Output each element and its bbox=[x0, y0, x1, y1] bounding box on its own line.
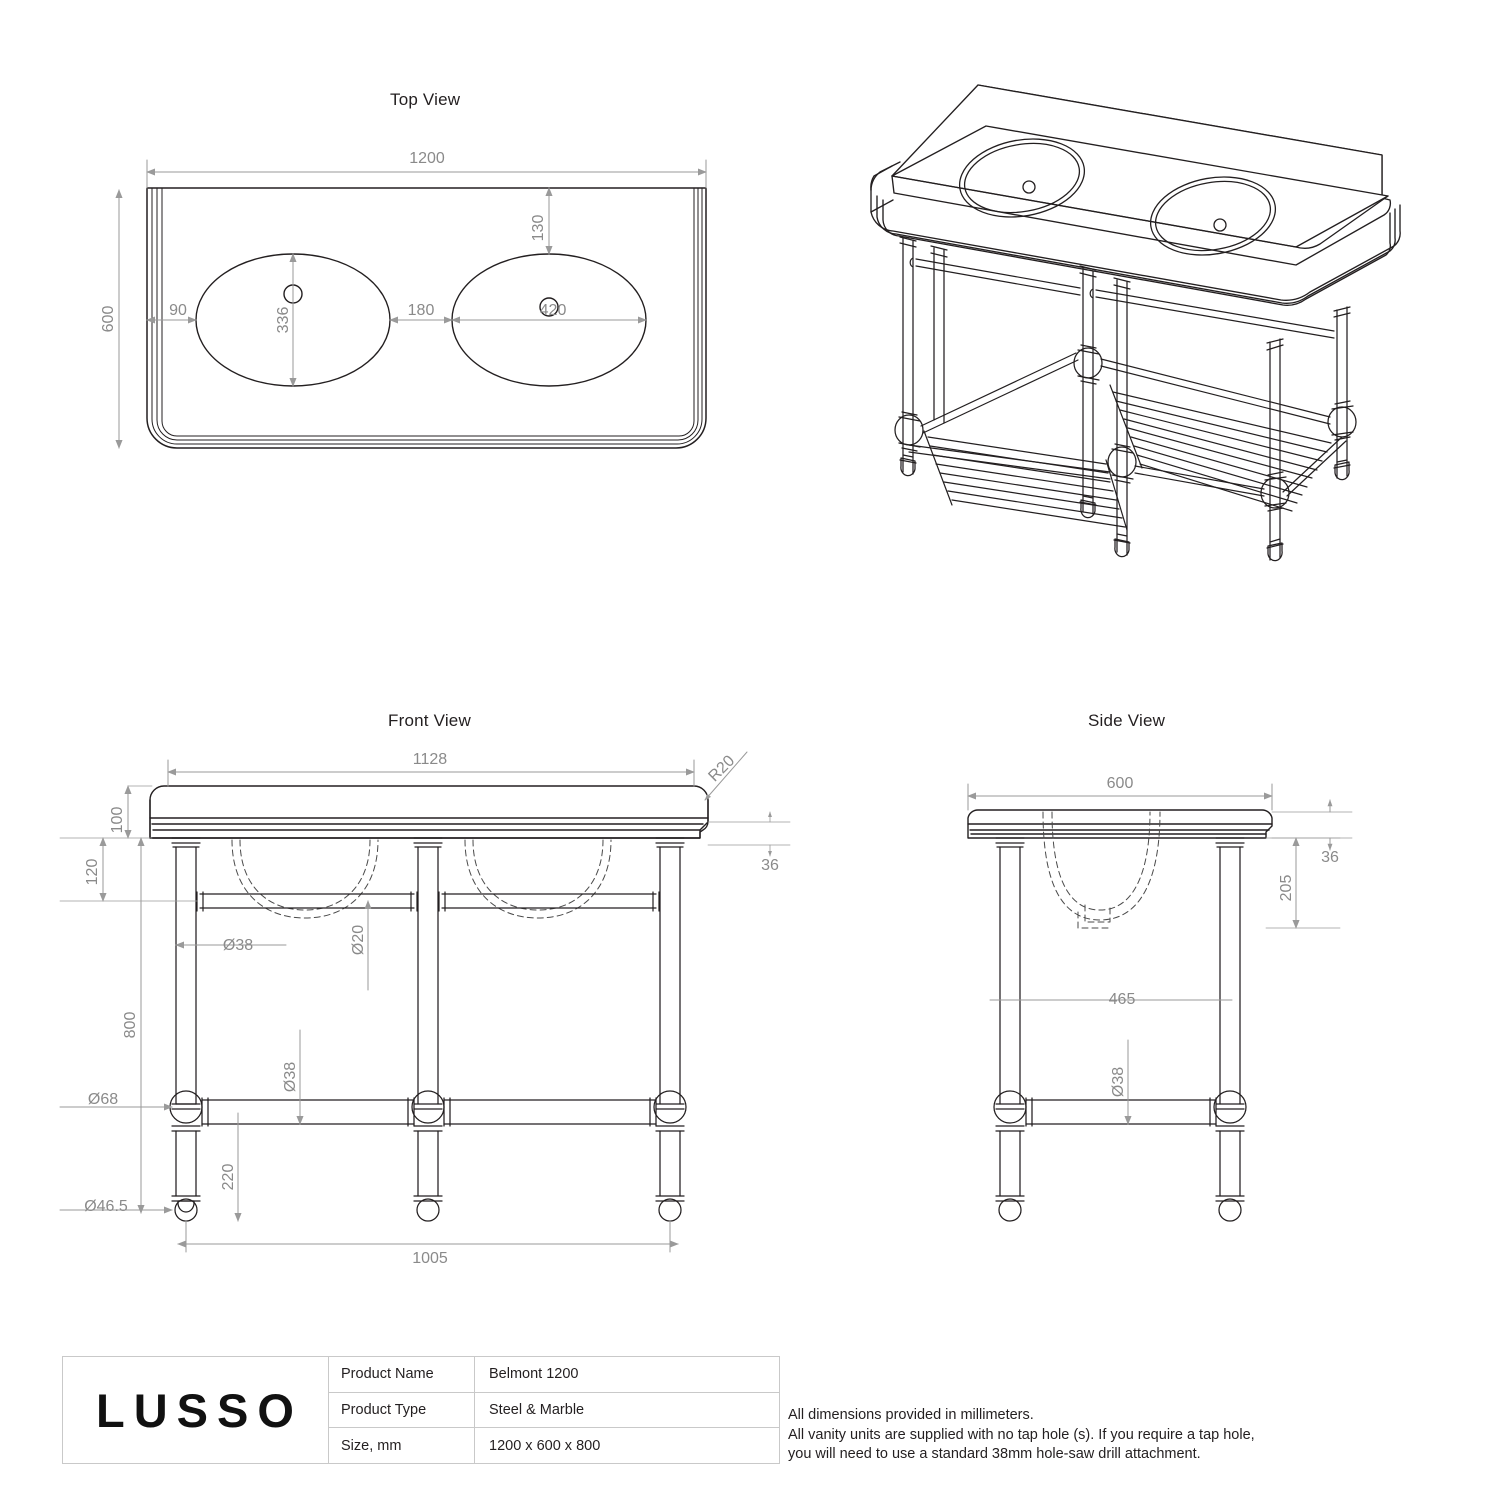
spec-value-size: 1200 x 600 x 800 bbox=[489, 1437, 601, 1454]
view-front: 1128 R20 100 120 Ø38 Ø20 800 Ø68 Ø38 220… bbox=[59, 751, 791, 1267]
spec-value-product-name: Belmont 1200 bbox=[489, 1366, 579, 1383]
dim-side-leg-dia: Ø38 bbox=[1110, 1067, 1127, 1097]
view-title-top: Top View bbox=[390, 90, 461, 109]
dim-top-basin-height: 336 bbox=[275, 307, 292, 334]
dim-top-depth: 600 bbox=[100, 306, 117, 333]
dim-front-foot-dia: Ø46.5 bbox=[84, 1198, 128, 1215]
spec-key-product-name: Product Name bbox=[329, 1357, 475, 1392]
table-row: Size, mm 1200 x 600 x 800 bbox=[329, 1428, 779, 1464]
dim-front-slab-width: 1128 bbox=[413, 751, 448, 768]
dim-side-leg-span: 465 bbox=[1109, 991, 1136, 1008]
spec-key-size: Size, mm bbox=[329, 1428, 475, 1464]
table-row: Product Name Belmont 1200 bbox=[329, 1357, 779, 1393]
dim-front-leg-dia: Ø38 bbox=[223, 937, 253, 954]
dim-front-joint-dia: Ø68 bbox=[88, 1091, 118, 1108]
dim-front-rail-dia: Ø20 bbox=[350, 925, 367, 955]
view-top: 1200 600 90 336 180 420 130 bbox=[100, 150, 707, 449]
view-title-side: Side View bbox=[1088, 711, 1166, 730]
dim-top-edge-offset: 90 bbox=[169, 302, 187, 319]
dim-front-slab-thickness: 36 bbox=[761, 857, 779, 874]
table-row: Product Type Steel & Marble bbox=[329, 1392, 779, 1429]
title-block: LUSSO Product Name Belmont 1200 Product … bbox=[62, 1356, 780, 1464]
view-side: 600 205 36 465 Ø38 bbox=[967, 775, 1353, 1222]
dim-front-lower-rail-dia: Ø38 bbox=[282, 1062, 299, 1092]
dim-front-nose-height: 100 bbox=[109, 807, 126, 834]
dim-side-depth: 600 bbox=[1107, 775, 1134, 792]
view-title-front: Front View bbox=[388, 711, 471, 730]
view-isometric bbox=[870, 84, 1401, 562]
dim-side-basin-depth: 205 bbox=[1278, 875, 1295, 902]
dim-top-basin-width: 420 bbox=[540, 302, 567, 319]
dim-front-foot-span: 1005 bbox=[412, 1250, 448, 1267]
dim-front-rail-drop: 120 bbox=[84, 859, 101, 886]
dim-top-basin-gap: 180 bbox=[408, 302, 435, 319]
drawing-notes: All dimensions provided in millimeters. … bbox=[788, 1407, 1255, 1462]
dim-top-width: 1200 bbox=[409, 150, 445, 167]
dim-top-back-offset: 130 bbox=[530, 215, 547, 242]
spec-table: Product Name Belmont 1200 Product Type S… bbox=[329, 1357, 779, 1464]
dim-front-foot-height: 220 bbox=[220, 1164, 237, 1191]
dim-front-corner-radius: R20 bbox=[705, 752, 738, 785]
spec-key-product-type: Product Type bbox=[329, 1392, 475, 1428]
brand-logo-cell: LUSSO bbox=[63, 1357, 329, 1463]
dim-side-slab-thickness: 36 bbox=[1321, 849, 1339, 866]
lusso-logo: LUSSO bbox=[96, 1383, 303, 1437]
spec-value-product-type: Steel & Marble bbox=[489, 1402, 585, 1418]
dim-front-height: 800 bbox=[122, 1012, 139, 1039]
